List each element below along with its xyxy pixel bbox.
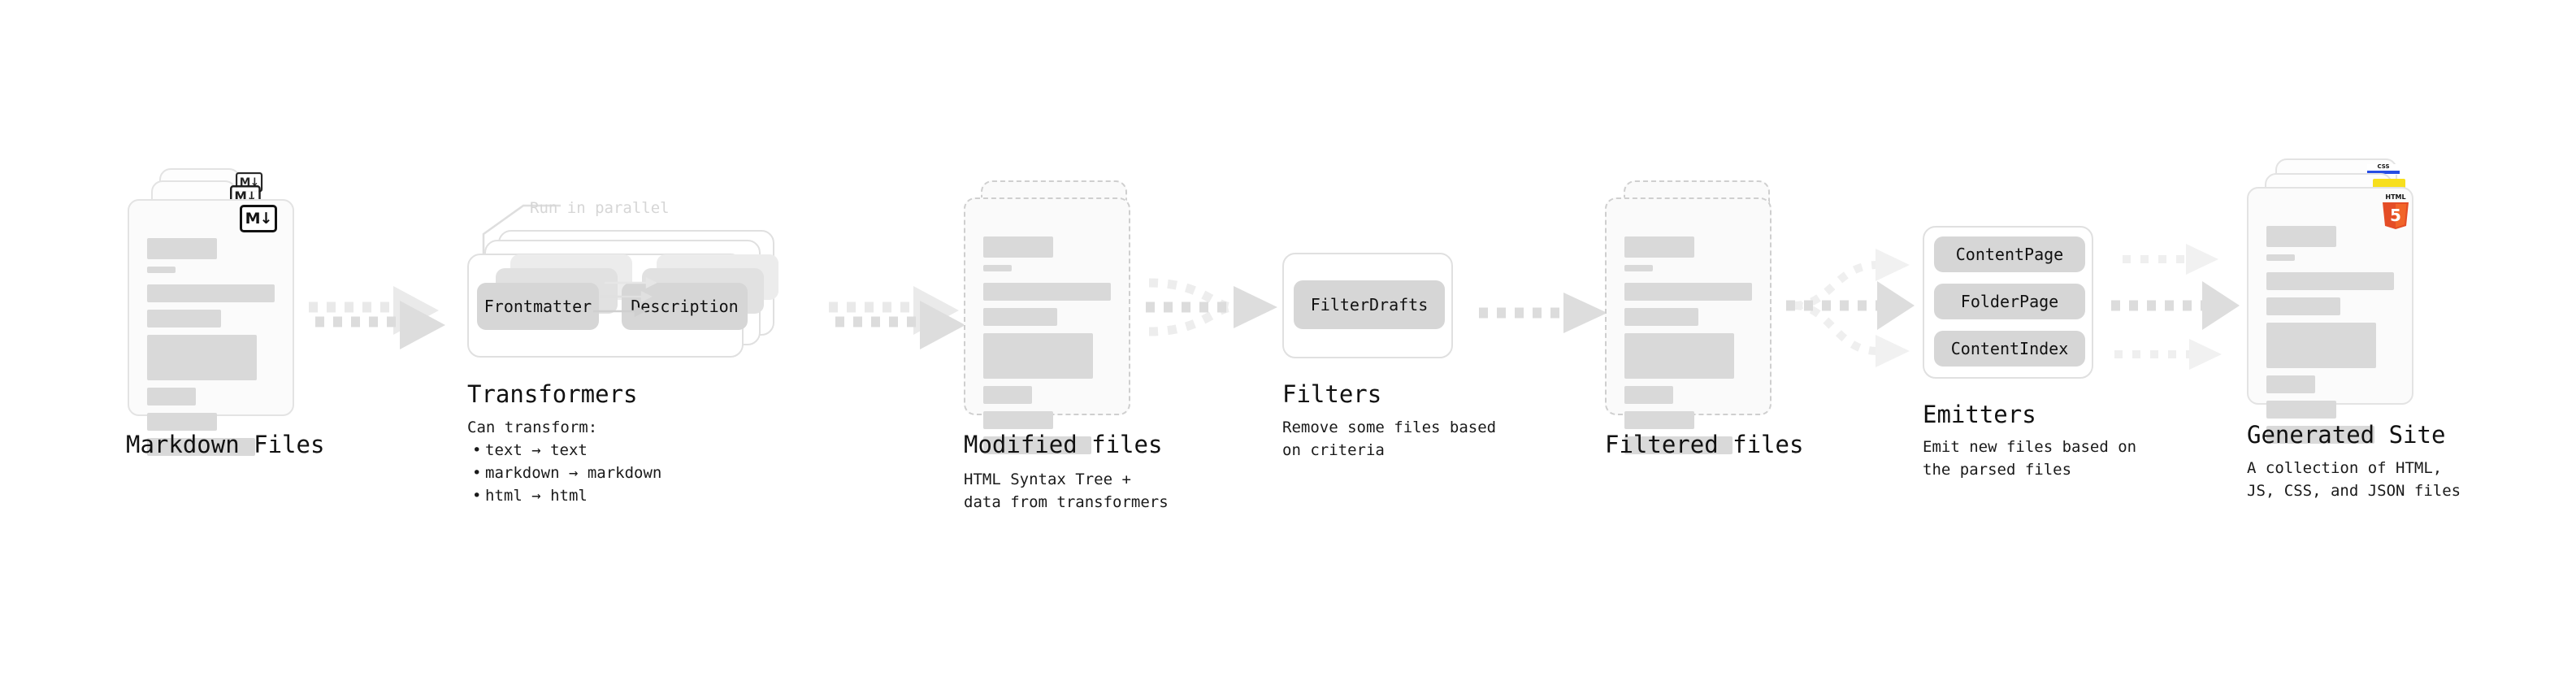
markdown-icon-front: M↓ <box>240 205 277 232</box>
arrow-transformers-to-modified <box>829 286 965 349</box>
transformers-bullet-2: html → html <box>472 484 661 507</box>
transformers-bullet-list: text → text markdown → markdown html → h… <box>467 439 661 507</box>
modified-card-skeleton <box>983 236 1111 462</box>
generated-site-subtitle: A collection of HTML, JS, CSS, and JSON … <box>2247 459 2461 500</box>
run-in-parallel-label: Run in parallel <box>530 199 670 217</box>
markdown-files-title: Markdown Files <box>126 431 325 458</box>
run-in-parallel-bracket <box>482 204 561 268</box>
emitter-chip-contentindex[interactable]: ContentIndex <box>1934 331 2085 367</box>
emitter-chip-contentpage[interactable]: ContentPage <box>1934 236 2085 272</box>
transformer-inner-arrows <box>593 276 657 318</box>
transformers-title: Transformers <box>467 380 638 408</box>
modified-files-subtitle: HTML Syntax Tree + data from transformer… <box>964 471 1169 511</box>
css-icon-label: CSS <box>2377 163 2390 170</box>
svg-text:HTML: HTML <box>2385 193 2405 201</box>
markdown-icon-glyph-front: M↓ <box>245 209 273 228</box>
generated-card-skeleton <box>2266 226 2394 451</box>
markdown-icon-glyph-back: M↓ <box>239 175 259 189</box>
generated-site-title: Generated Site <box>2247 421 2446 449</box>
arrow-markdown-to-transformers <box>309 286 445 349</box>
arrow-filters-to-filtered <box>1479 293 1607 333</box>
filters-subtitle: Remove some files based on criteria <box>1282 419 1497 459</box>
filtered-file-card-front <box>1605 197 1772 454</box>
emitters-title: Emitters <box>1923 401 2036 428</box>
transformer-chip-frontmatter[interactable]: Frontmatter <box>477 283 599 330</box>
modified-file-card-front <box>964 197 1130 454</box>
transformers-bullet-0: text → text <box>472 439 661 462</box>
transformers-subtitle: Can transform: <box>467 419 598 436</box>
arrow-emitters-to-site <box>2111 244 2240 370</box>
filter-chip-filterdrafts[interactable]: FilterDrafts <box>1294 280 1445 329</box>
modified-files-title: Modified files <box>964 431 1163 458</box>
arrow-filtered-to-emitters <box>1786 249 1915 367</box>
transformers-bullet-1: markdown → markdown <box>472 462 661 484</box>
markdown-card-skeleton <box>147 238 275 463</box>
transformer-chip-description[interactable]: Description <box>622 283 748 330</box>
css-icon: CSS <box>2367 164 2400 175</box>
arrow-modified-to-filters <box>1146 278 1277 336</box>
css-icon-bar <box>2367 171 2400 174</box>
emitters-subtitle: Emit new files based on the parsed files <box>1923 438 2137 479</box>
markdown-file-card-front <box>128 199 294 456</box>
html5-icon: HTML 5 <box>2383 193 2409 229</box>
emitter-chip-folderpage[interactable]: FolderPage <box>1934 284 2085 319</box>
filtered-card-skeleton <box>1624 236 1752 462</box>
filtered-files-title: Filtered files <box>1605 431 1804 458</box>
svg-text:5: 5 <box>2390 206 2401 225</box>
filters-title: Filters <box>1282 380 1382 408</box>
